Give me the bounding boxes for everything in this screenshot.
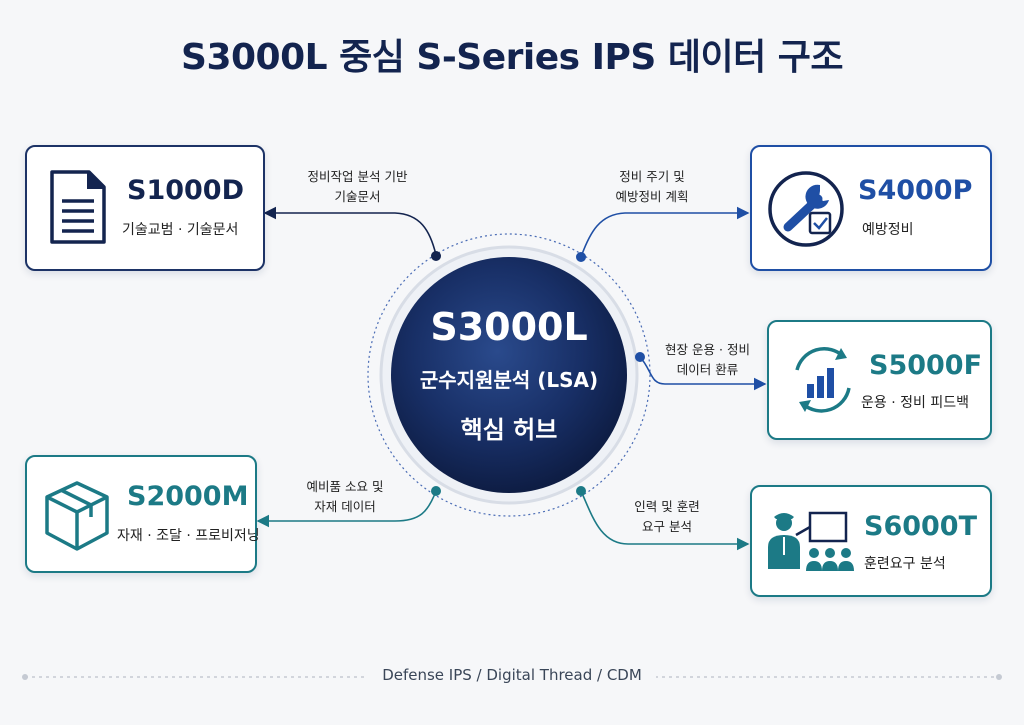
connector-s1000d <box>263 206 437 256</box>
card-code-s6000t: S6000T <box>864 511 978 542</box>
card-s2000m[interactable]: S2000M 자재 · 조달 · 프로비저닝 <box>25 455 260 573</box>
hub-line1: 군수지원분석 (LSA) <box>419 368 599 392</box>
document-icon <box>50 170 106 244</box>
card-desc-s1000d: 기술교범 · 기술문서 <box>122 222 239 238</box>
hub-dot-s5000f <box>635 352 645 362</box>
hub-dot-s1000d <box>431 251 441 261</box>
card-s6000t[interactable]: S6000T 훈련요구 분석 <box>750 485 992 597</box>
hub-line2: 핵심 허브 <box>460 416 558 444</box>
hub-outer-ring <box>367 233 651 517</box>
page-title: S3000L 중심 S-Series IPS 데이터 구조 <box>181 37 843 78</box>
card-desc-s5000f: 운용 · 정비 피드백 <box>861 395 969 411</box>
card-code-s2000m: S2000M <box>127 481 249 512</box>
card-desc-s2000m: 자재 · 조달 · 프로비저닝 <box>117 528 260 544</box>
cycle-bar-chart-icon <box>795 346 851 413</box>
connector-s4000p <box>580 206 750 258</box>
connector-s6000t <box>580 490 750 551</box>
card-s4000p[interactable]: S4000P 예방정비 <box>750 145 992 271</box>
card-code-s4000p: S4000P <box>858 175 973 206</box>
card-code-s5000f: S5000F <box>869 350 983 381</box>
trainer-audience-icon <box>768 511 854 571</box>
footer-caption: Defense IPS / Digital Thread / CDM <box>0 666 1024 684</box>
card-s5000f[interactable]: S5000F 운용 · 정비 피드백 <box>767 320 992 440</box>
hub-dot-s4000p <box>576 252 586 262</box>
card-code-s1000d: S1000D <box>127 175 245 206</box>
card-desc-s4000p: 예방정비 <box>862 222 914 238</box>
wrench-check-icon <box>768 171 844 247</box>
hub-code: S3000L <box>430 305 588 349</box>
hub-dot-s2000m <box>431 486 441 496</box>
hub-dot-s6000t <box>576 486 586 496</box>
card-desc-s6000t: 훈련요구 분석 <box>864 556 946 572</box>
connector-s5000f <box>639 356 767 391</box>
connector-s2000m <box>256 490 437 528</box>
package-box-icon <box>45 481 109 551</box>
card-s1000d[interactable]: S1000D 기술교범 · 기술문서 <box>25 145 265 271</box>
hub-circle <box>391 257 627 493</box>
